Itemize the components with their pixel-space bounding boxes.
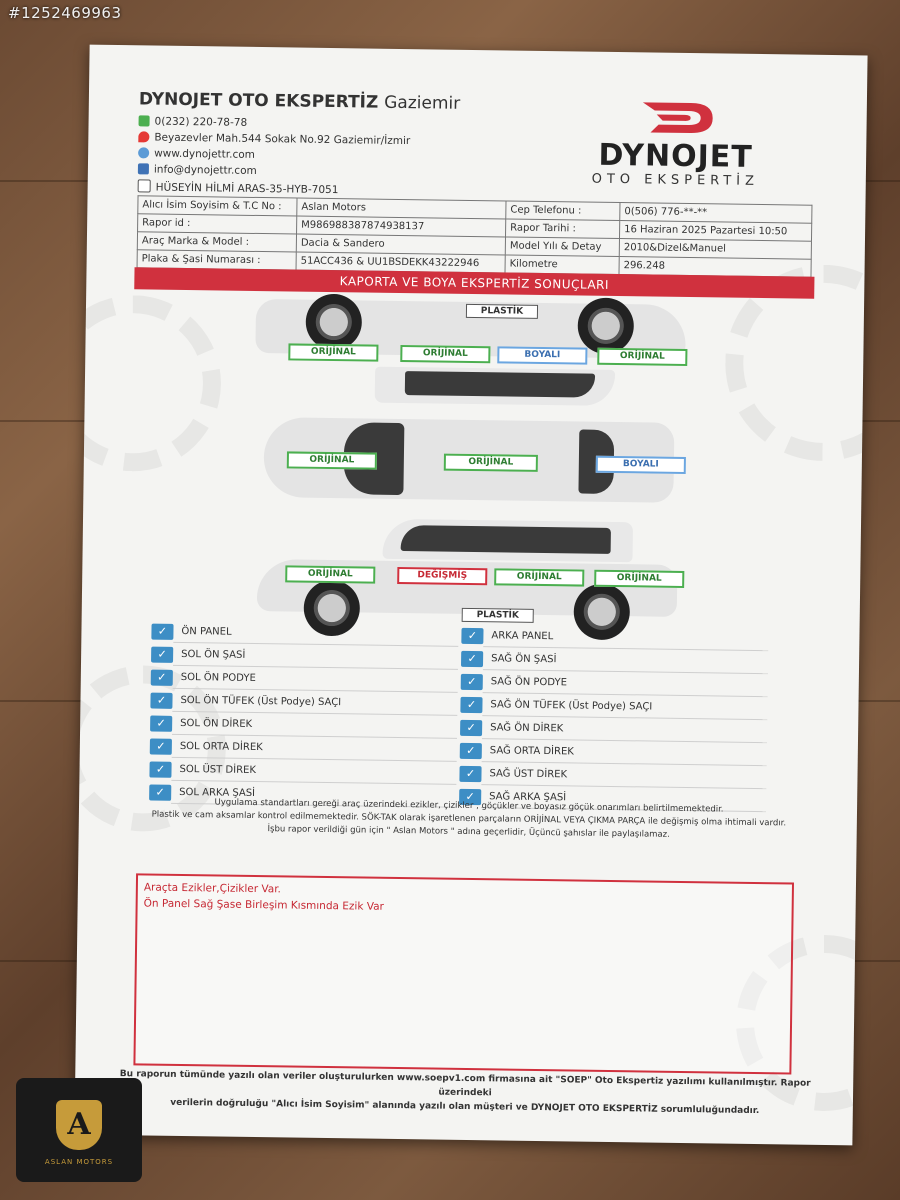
checkbox-checked-icon: ✓ [149,738,172,755]
contact-phone: 0(232) 220-78-78 [138,115,247,129]
checkbox-checked-icon: ✓ [459,765,482,783]
company-title: DYNOJET OTO EKSPERTİZ Gaziemir [139,89,461,113]
checkbox-checked-icon: ✓ [460,696,483,714]
contact-address: Beyazevler Mah.544 Sokak No.92 Gaziemir/… [138,131,410,147]
tag-part: ORİJİNAL [285,565,376,584]
tag-part: ORİJİNAL [443,453,538,472]
logo-subtitle: OTO EKSPERTİZ [591,171,760,189]
stock-id: #1252469963 [8,4,122,22]
tag-plastik-top: PLASTİK [465,303,539,319]
info-label: Rapor id : [137,213,297,235]
checkbox-checked-icon: ✓ [459,742,482,760]
email-icon [137,163,149,175]
car-window [404,371,596,398]
info-label: Model Yılı & Detay [505,236,620,257]
contact-license: HÜSEYİN HİLMİ ARAS-35-HYB-7051 [137,179,339,196]
tag-part: DEĞİŞMİŞ [397,566,488,586]
remark-line: Araçta Ezikler,Çizikler Var. [143,881,282,896]
checkbox-checked-icon: ✓ [150,669,173,686]
info-label: Cep Telefonu : [505,200,620,221]
remarks-box: Araçta Ezikler,Çizikler Var. Ön Panel Sa… [133,873,795,1075]
aslan-motors-logo: A ASLAN MOTORS [16,1078,142,1182]
document-icon [137,179,151,193]
info-label: Araç Marka & Model : [137,231,297,253]
tag-part: ORİJİNAL [594,569,685,588]
dynojet-logo: DYNOJET OTO EKSPERTİZ [543,97,809,190]
report-notes: Uygulama standartları gereği araç üzerin… [119,795,819,844]
tag-part: ORİJİNAL [400,344,491,364]
info-label: Kilometre [504,254,620,275]
checkbox-checked-icon: ✓ [461,627,484,645]
dynojet-logo-mark-icon [642,102,713,134]
tag-part: BOYALI [595,455,686,474]
tag-part: BOYALI [497,346,588,365]
logo-name: DYNOJET [598,137,753,175]
remark-line: Ön Panel Sağ Şase Birleşim Kısmında Ezik… [143,897,385,913]
tag-part: ORİJİNAL [494,568,585,587]
report-footer: Bu raporun tümünde yazılı olan veriler o… [105,1067,826,1119]
contact-email: info@dynojettr.com [137,163,257,177]
tag-plastik-bottom: PLASTİK [461,607,534,623]
checkbox-checked-icon: ✓ [151,646,174,663]
car-diagram: PLASTİK ORİJİNAL ORİJİNAL BOYALI ORİJİNA… [90,45,868,641]
vehicle-info-table: Alıcı İsim Soyisim & T.C No :Aslan Motor… [137,195,813,278]
tag-part: ORİJİNAL [597,347,688,366]
wheel-icon [573,583,631,641]
company-branch: Gaziemir [384,92,461,114]
wheel-icon [303,579,361,637]
chassis-checklist: ✓ÖN PANEL ✓SOL ÖN ŞASİ ✓SOL ÖN PODYE ✓SO… [149,622,792,813]
location-icon [138,131,150,143]
checkbox-checked-icon: ✓ [460,673,483,691]
lion-crest-icon: A [56,1100,102,1150]
car-window [400,525,611,554]
globe-icon [138,147,150,159]
checkbox-checked-icon: ✓ [149,761,172,778]
expertise-report: DYNOJET OTO EKSPERTİZ Gaziemir 0(232) 22… [74,44,868,1146]
info-label: Rapor Tarihi : [505,218,620,239]
checkbox-checked-icon: ✓ [150,715,173,732]
info-label: Alıcı İsim Soyisim & T.C No : [137,195,298,217]
badge-text: ASLAN MOTORS [44,1158,114,1166]
tag-part: ORİJİNAL [286,451,377,470]
tag-part: ORİJİNAL [288,343,379,362]
checkbox-checked-icon: ✓ [460,650,484,668]
checkbox-checked-icon: ✓ [150,692,173,709]
contact-web: www.dynojettr.com [138,147,255,161]
checkbox-checked-icon: ✓ [151,623,174,640]
company-name: DYNOJET OTO EKSPERTİZ [138,89,379,113]
phone-icon [138,115,150,127]
checkbox-checked-icon: ✓ [460,719,483,737]
